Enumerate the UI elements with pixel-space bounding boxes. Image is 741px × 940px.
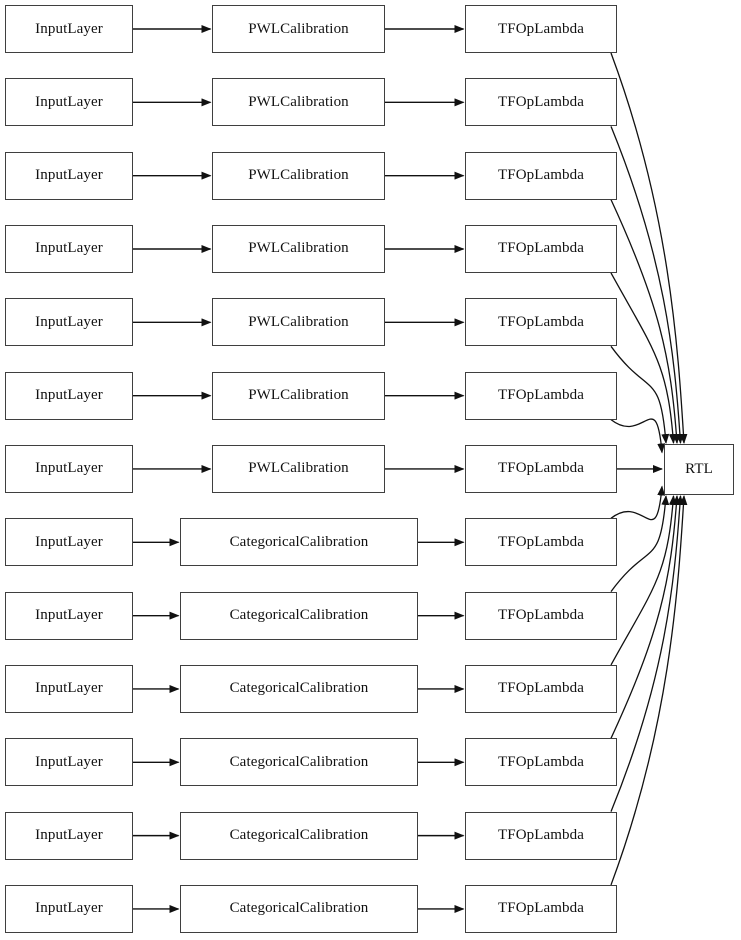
node-tf-op-lambda-8-label: TFOpLambda (498, 533, 584, 550)
node-pwl-calibration-3-label: PWLCalibration (248, 167, 349, 184)
node-input-layer-7-label: InputLayer (35, 460, 103, 477)
edge-op-to-rtl-1 (610, 52, 688, 444)
edge-op-to-rtl-9 (610, 495, 670, 593)
node-tf-op-lambda-3-label: TFOpLambda (498, 167, 584, 184)
node-input-layer-3-label: InputLayer (35, 167, 103, 184)
node-categorical-calibration-8-label: CategoricalCalibration (229, 533, 369, 550)
node-pwl-calibration-6-label: PWLCalibration (248, 387, 349, 404)
node-tf-op-lambda-10-label: TFOpLambda (498, 680, 584, 697)
node-input-layer-12-label: InputLayer (35, 827, 103, 844)
node-categorical-calibration-12-label: CategoricalCalibration (229, 827, 369, 844)
node-tf-op-lambda-7[interactable]: TFOpLambda (465, 444, 617, 493)
node-tf-op-lambda-12-label: TFOpLambda (498, 827, 584, 844)
node-tf-op-lambda-4[interactable]: TFOpLambda (465, 224, 617, 273)
node-categorical-calibration-10-label: CategoricalCalibration (229, 680, 369, 697)
node-tf-op-lambda-8[interactable]: TFOpLambda (465, 518, 617, 567)
node-tf-op-lambda-2[interactable]: TFOpLambda (465, 78, 617, 127)
node-input-layer-6[interactable]: InputLayer (5, 371, 133, 420)
node-input-layer-11[interactable]: InputLayer (5, 738, 133, 787)
node-tf-op-lambda-5-label: TFOpLambda (498, 313, 584, 330)
node-pwl-calibration-3[interactable]: PWLCalibration (212, 151, 385, 200)
node-input-layer-9-label: InputLayer (35, 607, 103, 624)
node-categorical-calibration-11-label: CategoricalCalibration (229, 753, 369, 770)
node-categorical-calibration-10[interactable]: CategoricalCalibration (180, 664, 418, 713)
node-input-layer-6-label: InputLayer (35, 387, 103, 404)
edge-op-to-rtl-10 (610, 495, 677, 666)
node-categorical-calibration-13-label: CategoricalCalibration (229, 900, 369, 917)
node-rtl-label: RTL (685, 461, 713, 477)
node-pwl-calibration-2[interactable]: PWLCalibration (212, 78, 385, 127)
node-tf-op-lambda-1-label: TFOpLambda (498, 20, 584, 37)
edge-op-to-rtl-11 (610, 495, 681, 739)
node-input-layer-12[interactable]: InputLayer (5, 811, 133, 860)
edge-op-to-rtl-8 (610, 485, 666, 521)
node-pwl-calibration-7-label: PWLCalibration (248, 460, 349, 477)
node-input-layer-10[interactable]: InputLayer (5, 664, 133, 713)
node-pwl-calibration-6[interactable]: PWLCalibration (212, 371, 385, 420)
node-input-layer-13[interactable]: InputLayer (5, 884, 133, 933)
node-pwl-calibration-7[interactable]: PWLCalibration (212, 444, 385, 493)
edge-op-to-rtl-2 (610, 126, 684, 444)
node-tf-op-lambda-6-label: TFOpLambda (498, 387, 584, 404)
node-input-layer-4[interactable]: InputLayer (5, 224, 133, 273)
node-categorical-calibration-9[interactable]: CategoricalCalibration (180, 591, 418, 640)
node-pwl-calibration-4[interactable]: PWLCalibration (212, 224, 385, 273)
edge-op-to-rtl-4 (610, 272, 677, 444)
node-categorical-calibration-9-label: CategoricalCalibration (229, 607, 369, 624)
node-pwl-calibration-2-label: PWLCalibration (248, 93, 349, 110)
edge-op-to-rtl-12 (610, 495, 684, 812)
node-tf-op-lambda-7-label: TFOpLambda (498, 460, 584, 477)
node-input-layer-1-label: InputLayer (35, 20, 103, 37)
node-pwl-calibration-1[interactable]: PWLCalibration (212, 5, 385, 53)
node-categorical-calibration-12[interactable]: CategoricalCalibration (180, 811, 418, 860)
node-input-layer-9[interactable]: InputLayer (5, 591, 133, 640)
node-input-layer-1[interactable]: InputLayer (5, 5, 133, 53)
node-input-layer-3[interactable]: InputLayer (5, 151, 133, 200)
node-input-layer-11-label: InputLayer (35, 753, 103, 770)
node-input-layer-4-label: InputLayer (35, 240, 103, 257)
node-tf-op-lambda-1[interactable]: TFOpLambda (465, 5, 617, 53)
node-tf-op-lambda-5[interactable]: TFOpLambda (465, 298, 617, 347)
edge-op-to-rtl-6 (610, 418, 666, 454)
node-tf-op-lambda-10[interactable]: TFOpLambda (465, 664, 617, 713)
node-input-layer-8[interactable]: InputLayer (5, 518, 133, 567)
node-tf-op-lambda-9-label: TFOpLambda (498, 607, 584, 624)
node-categorical-calibration-13[interactable]: CategoricalCalibration (180, 884, 418, 933)
node-input-layer-5-label: InputLayer (35, 313, 103, 330)
node-tf-op-lambda-9[interactable]: TFOpLambda (465, 591, 617, 640)
edge-op-to-rtl-5 (610, 345, 670, 444)
node-tf-op-lambda-13[interactable]: TFOpLambda (465, 884, 617, 933)
node-tf-op-lambda-2-label: TFOpLambda (498, 93, 584, 110)
node-input-layer-7[interactable]: InputLayer (5, 444, 133, 493)
node-tf-op-lambda-6[interactable]: TFOpLambda (465, 371, 617, 420)
node-pwl-calibration-1-label: PWLCalibration (248, 20, 349, 37)
edge-op-to-rtl-13 (610, 495, 688, 886)
node-pwl-calibration-4-label: PWLCalibration (248, 240, 349, 257)
node-input-layer-2-label: InputLayer (35, 93, 103, 110)
node-input-layer-5[interactable]: InputLayer (5, 298, 133, 347)
node-pwl-calibration-5-label: PWLCalibration (248, 313, 349, 330)
edge-op-to-rtl-3 (610, 199, 681, 444)
node-input-layer-2[interactable]: InputLayer (5, 78, 133, 127)
node-pwl-calibration-5[interactable]: PWLCalibration (212, 298, 385, 347)
node-categorical-calibration-11[interactable]: CategoricalCalibration (180, 738, 418, 787)
node-rtl[interactable]: RTL (664, 444, 734, 495)
node-tf-op-lambda-11-label: TFOpLambda (498, 753, 584, 770)
node-tf-op-lambda-11[interactable]: TFOpLambda (465, 738, 617, 787)
node-input-layer-13-label: InputLayer (35, 900, 103, 917)
node-input-layer-10-label: InputLayer (35, 680, 103, 697)
node-tf-op-lambda-3[interactable]: TFOpLambda (465, 151, 617, 200)
node-tf-op-lambda-12[interactable]: TFOpLambda (465, 811, 617, 860)
node-tf-op-lambda-4-label: TFOpLambda (498, 240, 584, 257)
node-input-layer-8-label: InputLayer (35, 533, 103, 550)
node-categorical-calibration-8[interactable]: CategoricalCalibration (180, 518, 418, 567)
node-tf-op-lambda-13-label: TFOpLambda (498, 900, 584, 917)
